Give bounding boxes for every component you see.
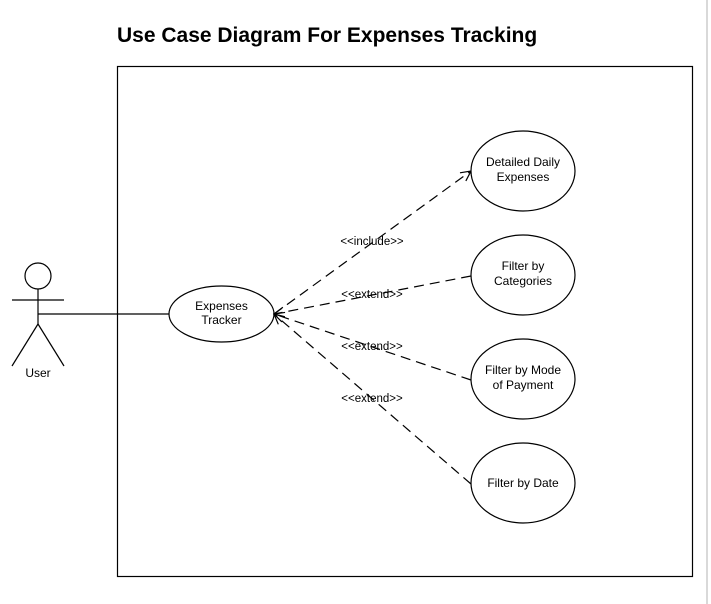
use-case-ellipse — [470, 130, 576, 212]
use-case-label-line1: Filter by Mode — [485, 363, 561, 377]
actor-right-leg — [37, 323, 65, 367]
use-case-filter-by-date[interactable]: Filter by Date — [470, 442, 576, 524]
relationship-label-extend: <<extend>> — [341, 341, 403, 353]
relationship-label-extend: <<extend>> — [341, 393, 403, 405]
use-case-ellipse — [470, 338, 576, 420]
relationship-label-extend: <<extend>> — [341, 289, 403, 301]
actor-head — [24, 262, 52, 290]
use-case-label-line2: of Payment — [493, 378, 554, 392]
diagram-title: Use Case Diagram For Expenses Tracking — [117, 24, 538, 47]
use-case-label-line1: Expenses — [195, 299, 248, 313]
actor-user[interactable]: User — [11, 262, 65, 380]
use-case-label-line1: Filter by — [502, 259, 545, 273]
use-case-detailed-daily-expenses[interactable]: Detailed Daily Expenses — [470, 130, 576, 212]
use-case-ellipse — [470, 442, 576, 524]
actor-left-leg — [11, 323, 39, 367]
use-case-label-line2: Categories — [494, 274, 552, 288]
use-case-label-line1: Filter by Date — [487, 476, 559, 490]
extend-arrow-filter-mode-of-payment — [274, 314, 472, 381]
use-case-ellipse — [470, 234, 576, 316]
extend-arrow-filter-date — [274, 314, 472, 485]
use-case-label-line1: Detailed Daily — [486, 155, 560, 169]
system-boundary — [116, 65, 694, 578]
use-case-expenses-tracker[interactable]: Expenses Tracker — [168, 285, 275, 343]
use-case-filter-by-mode-of-payment[interactable]: Filter by Mode of Payment — [470, 338, 576, 420]
actor-label: User — [25, 366, 50, 380]
include-arrow-detailed-daily-expenses — [273, 171, 471, 315]
relationship-label-include: <<include>> — [340, 236, 404, 248]
use-case-label-line2: Tracker — [201, 313, 241, 327]
scrollbar[interactable] — [706, 0, 708, 604]
use-case-filter-by-categories[interactable]: Filter by Categories — [470, 234, 576, 316]
extend-arrow-filter-categories — [274, 275, 472, 314]
use-case-label-line2: Expenses — [497, 170, 550, 184]
